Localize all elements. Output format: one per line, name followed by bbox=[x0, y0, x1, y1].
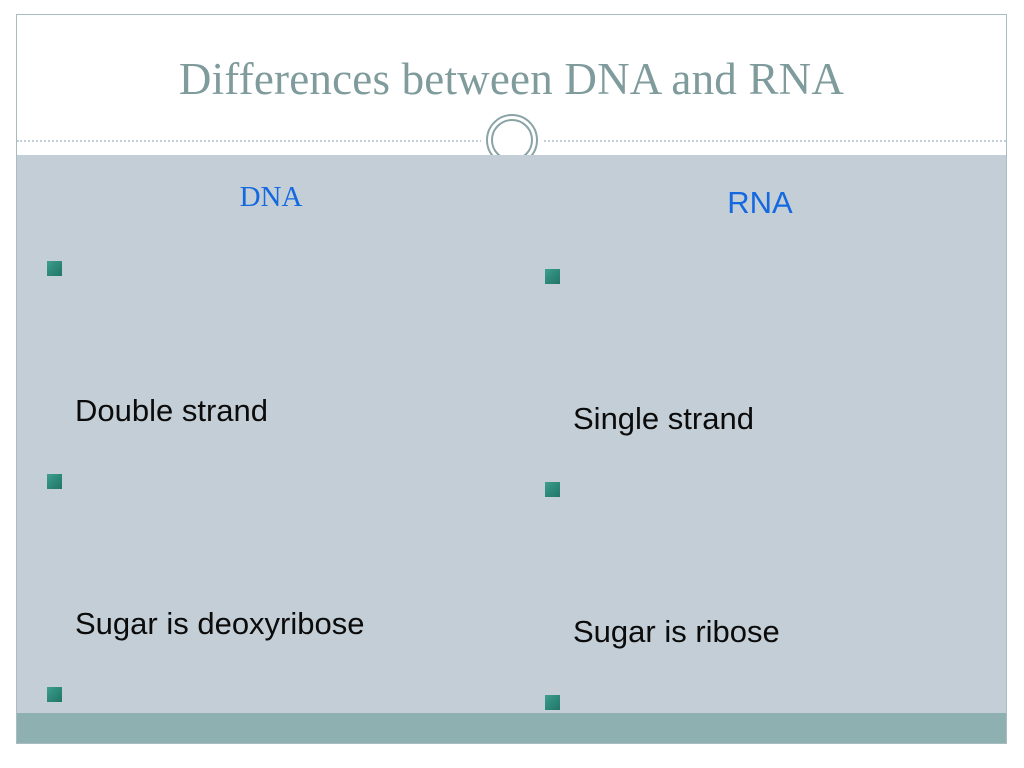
list-item-label: Double strand bbox=[75, 393, 269, 428]
column-dna: DNA Double strand Sugar is deoxyribose H… bbox=[21, 155, 521, 713]
slide: Differences between DNA and RNA DNA Doub… bbox=[16, 14, 1007, 744]
slide-header: Differences between DNA and RNA bbox=[17, 15, 1006, 176]
bullet-square-icon bbox=[545, 269, 560, 284]
bullet-square-icon bbox=[47, 687, 62, 702]
list-item: Sugar is ribose bbox=[533, 454, 1006, 667]
bullet-square-icon bbox=[47, 261, 62, 276]
column-heading-dna: DNA bbox=[239, 181, 303, 213]
footer-bar bbox=[17, 713, 1006, 743]
bullet-square-icon bbox=[545, 482, 560, 497]
bullet-square-icon bbox=[545, 695, 560, 710]
column-rna: RNA Single strand Sugar is ribose Has Ur… bbox=[513, 155, 1006, 713]
list-item: Single strand bbox=[533, 241, 1006, 454]
column-heading-rna: RNA bbox=[727, 185, 793, 220]
list-item-label: Single strand bbox=[573, 401, 754, 436]
list-item: Sugar is deoxyribose bbox=[35, 446, 535, 659]
comparison-columns: DNA Double strand Sugar is deoxyribose H… bbox=[17, 155, 1006, 713]
list-item: Double strand bbox=[35, 233, 535, 446]
list-item-label: Sugar is ribose bbox=[573, 614, 780, 649]
list-item: Has Thymine bbox=[35, 659, 535, 743]
slide-body: DNA Double strand Sugar is deoxyribose H… bbox=[17, 155, 1006, 713]
bullet-square-icon bbox=[47, 474, 62, 489]
page-title: Differences between DNA and RNA bbox=[178, 54, 845, 104]
list-item-label: Sugar is deoxyribose bbox=[75, 606, 365, 641]
bullet-list-rna: Single strand Sugar is ribose Has Uracil… bbox=[513, 241, 1006, 743]
list-item: Has Uracil bbox=[533, 667, 1006, 743]
bullet-list-dna: Double strand Sugar is deoxyribose Has T… bbox=[21, 233, 535, 743]
